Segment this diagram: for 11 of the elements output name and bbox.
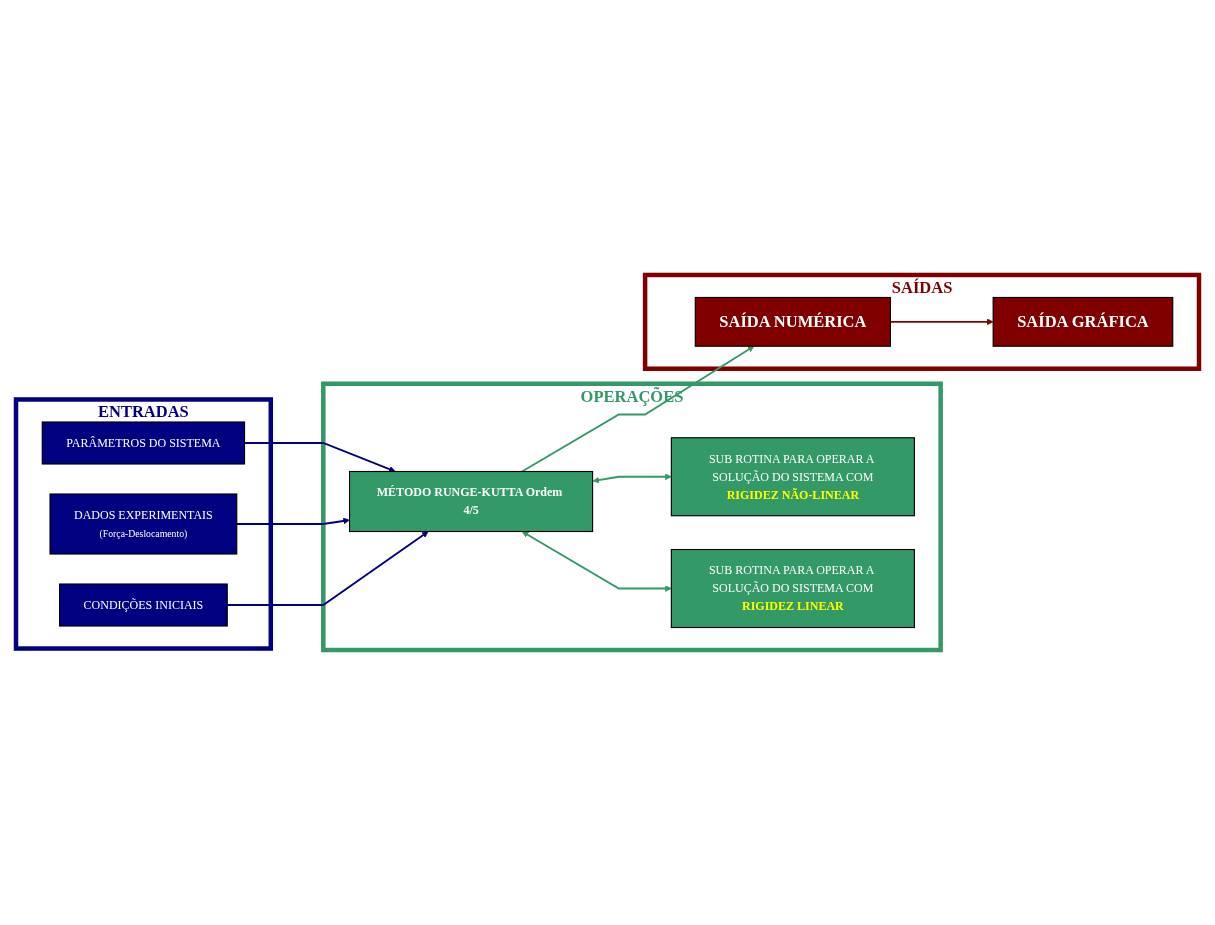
arrow [521,345,755,473]
node-box: SAÍDA NUMÉRICA [694,296,892,347]
node-box: SUB ROTINA PARA OPERAR A SOLUÇÃO DO SISTEMA COM RIGIDEZ LINEAR [670,548,915,629]
node-box: PARÂMETROS DO SISTEMA [41,421,246,465]
node-box: CONDIÇÕES INICIAIS [59,583,228,627]
node-box: SAÍDA GRÁFICA [992,296,1174,347]
node-box: MÉTODO RUNGE-KUTTA Ordem 4/5 [349,470,594,533]
node-box: DADOS EXPERIMENTAIS (Força-Deslocamento) [49,493,238,555]
node-box: SUB ROTINA PARA OPERAR A SOLUÇÃO DO SISTEMA COM RIGIDEZ NÃO-LINEAR [670,437,915,517]
arrow [592,473,672,484]
arrow [522,531,672,592]
